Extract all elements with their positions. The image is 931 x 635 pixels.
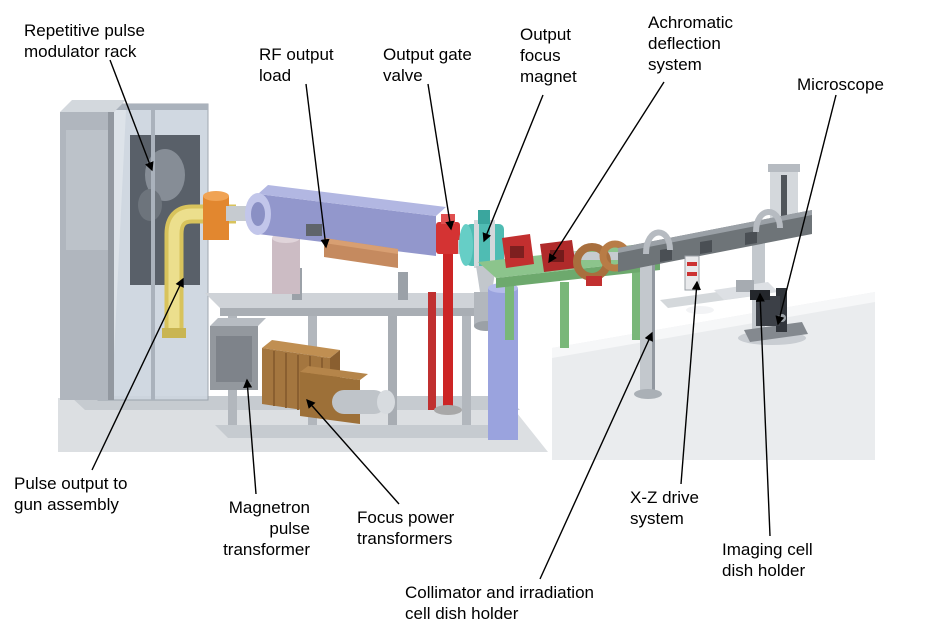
label-microscope: Microscope [797,75,884,94]
label-imaging-cell-dish-holder: Imaging cell dish holder [722,540,813,580]
label-magnetron-pulse-transformer: Magnetron pulse transformer [223,498,310,559]
leader-lines [91,59,837,580]
leader-magnetron-transformer [243,378,257,495]
leader-focus-transformers [306,398,400,505]
imaging-dish-holder-graphic [714,280,778,300]
leader-pulse-output-gun [91,277,184,471]
xz-drive-graphic [618,164,812,399]
label-xz-drive-system: X-Z drive system [630,488,699,528]
leader-microscope [775,94,837,326]
leader-output-focus-magnet [482,94,544,243]
leader-output-gate-valve [427,83,455,231]
label-pulse-output-gun-assembly: Pulse output to gun assembly [14,474,128,514]
label-rf-output-load: RF output load [259,45,334,85]
leader-modulator-rack [109,59,154,172]
leader-achromatic-deflection [548,81,665,264]
table-graphic [552,286,875,460]
label-output-focus-magnet: Output focus magnet [520,25,577,86]
label-output-gate-valve: Output gate valve [383,45,472,85]
leader-rf-output-load [305,83,330,249]
leader-imaging-dish-holder [755,292,771,537]
waveguide-graphic [162,191,279,338]
magnetron-transformer-graphic [210,318,266,390]
leader-xz-drive [680,280,701,485]
focus-transformers-graphic [262,340,395,424]
label-modulator-rack: Repetitive pulse modulator rack [24,21,145,61]
leader-collimator-dish-holder [539,331,653,580]
label-focus-power-transformers: Focus power transformers [357,508,455,548]
label-collimator-irradiation-dish-holder: Collimator and irradiation cell dish hol… [405,583,594,623]
modulator-rack-graphic [60,100,209,401]
accelerator-graphic [245,185,452,300]
label-achromatic-deflection-system: Achromatic deflection system [648,13,734,74]
